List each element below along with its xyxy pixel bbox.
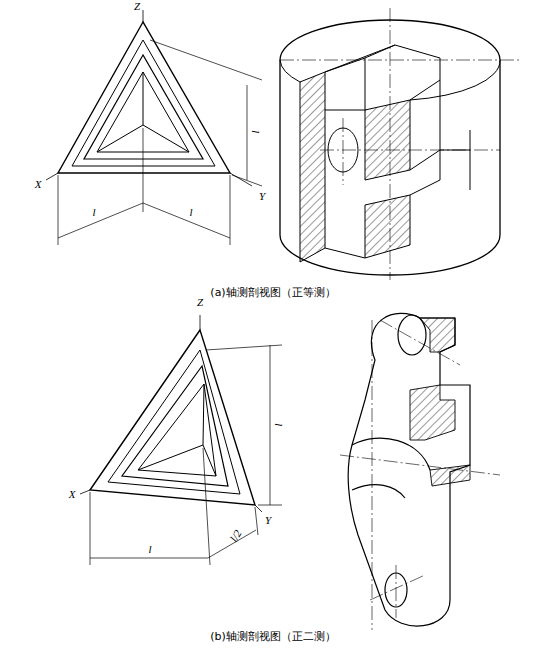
dimension: l xyxy=(148,544,151,555)
caption: (a)轴测剖视图（正等测） xyxy=(210,287,335,298)
dimension: l xyxy=(250,130,261,133)
dimension: l xyxy=(92,207,95,218)
cylinder-section xyxy=(280,8,520,280)
axis-triangle xyxy=(46,10,262,245)
axis-label: Z xyxy=(134,1,140,12)
dimension: l xyxy=(273,423,284,426)
dimension: l xyxy=(189,207,192,218)
axis-triangle xyxy=(80,315,282,565)
bracket-section xyxy=(340,313,500,630)
axis-label: Y xyxy=(259,191,265,202)
axis-label: X xyxy=(35,179,42,190)
axis-label: Y xyxy=(265,515,271,526)
dimension: l/2 xyxy=(228,528,243,544)
axis-label: Z xyxy=(197,297,203,308)
axis-label: X xyxy=(69,489,76,500)
caption: (b)轴测剖视图（正二测） xyxy=(210,631,336,642)
